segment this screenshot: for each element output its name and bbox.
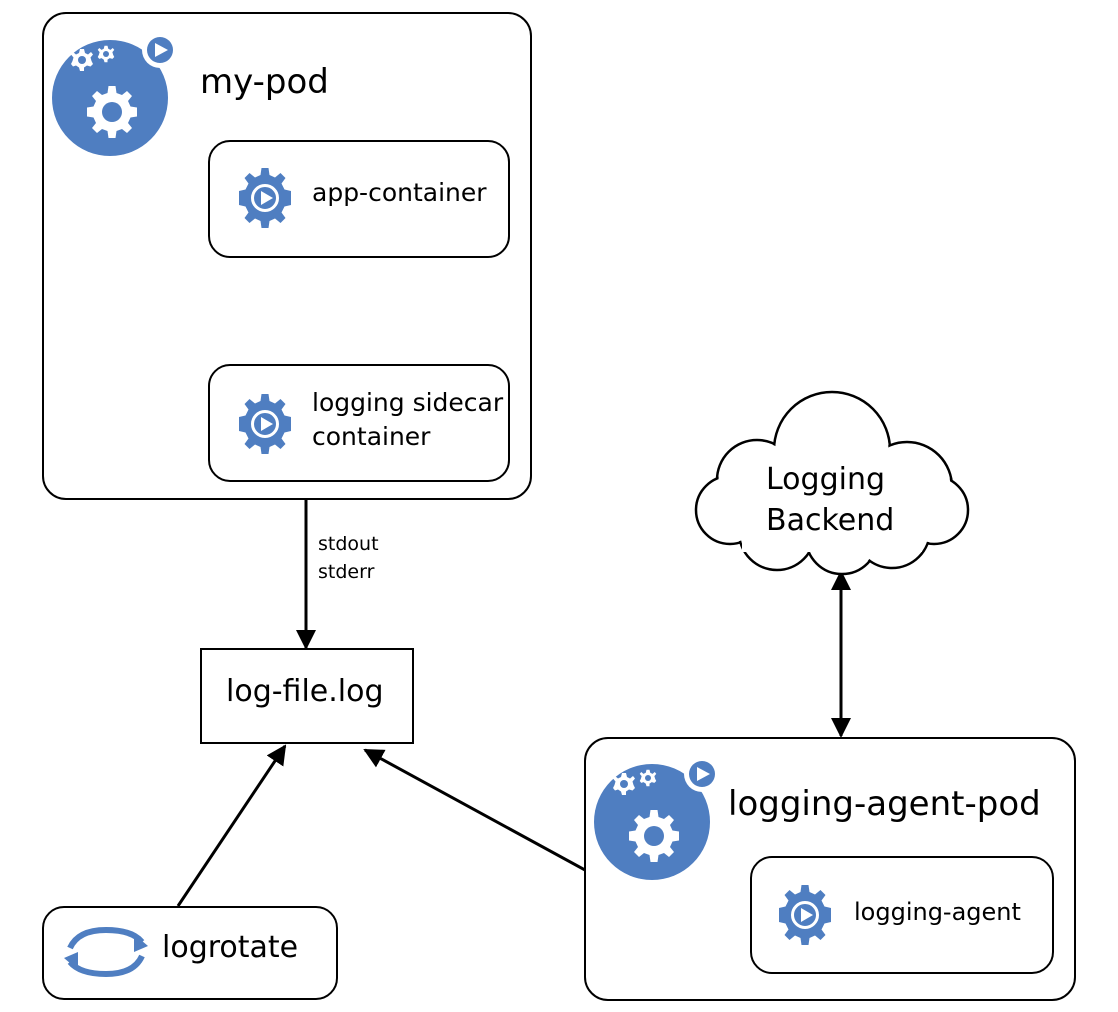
logging-backend-cloud[interactable] [682,390,982,582]
logging-agent-pod-title: logging-agent-pod [728,784,1041,824]
rotate-arrows-icon [64,926,148,978]
logging-agent-label: logging-agent [854,898,1021,926]
gear-play-icon [237,392,293,456]
pod-gears-play-icon [590,752,720,882]
stderr-label: stderr [318,561,375,583]
sidecar-container-label-line1: logging sidecar [312,388,504,417]
backend-label-line1: Logging [766,462,886,497]
log-file-box[interactable] [200,648,414,744]
stdout-label: stdout [318,533,379,555]
app-container-label: app-container [312,178,487,207]
logrotate-to-logfile-arrow [176,744,287,907]
logrotate-box[interactable] [42,906,338,1000]
logrotate-label: logrotate [162,930,299,965]
gear-play-icon [237,166,293,230]
pod-gears-play-icon [48,28,178,158]
sidecar-container-label-line2: container [312,422,431,451]
sidecar-container-box[interactable] [208,364,510,482]
gear-play-icon [777,883,833,947]
log-file-label: log-file.log [226,674,384,709]
logging-agent-box[interactable] [750,856,1054,974]
backend-label-line2: Backend [766,503,895,538]
my-pod-title: my-pod [200,62,329,102]
